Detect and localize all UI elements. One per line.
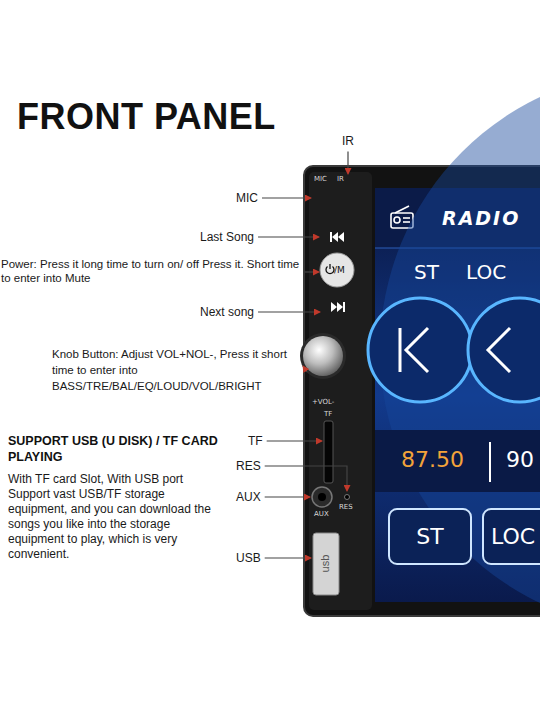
- svg-part: [329, 264, 330, 269]
- panel-label: IR: [337, 175, 344, 183]
- callout-label: Knob Button: Adjust VOL+NOL-, Press it s…: [52, 346, 304, 394]
- svg-part: [395, 206, 409, 213]
- svg-part: [368, 298, 472, 402]
- svg-part: [403, 221, 410, 223]
- leader-line: [265, 557, 311, 558]
- leader-line: [347, 151, 348, 174]
- button-text: ST: [416, 524, 443, 549]
- frequency-value: 90: [506, 447, 534, 473]
- leader-line: [262, 197, 311, 198]
- callout-label: Next song: [200, 305, 254, 319]
- svg-part: [343, 302, 345, 312]
- section-body: With TF card Slot, With USB port Support…: [8, 472, 220, 562]
- callout-label: IR: [342, 134, 354, 148]
- svg-part: [468, 298, 540, 402]
- knob-ring: [300, 333, 346, 379]
- screen-button: ST: [388, 508, 472, 565]
- leader-line: [258, 236, 319, 237]
- svg-part: [399, 328, 402, 372]
- button-text: LOC: [491, 524, 535, 549]
- leader-line: [303, 366, 307, 372]
- callout-label: Last Song: [200, 230, 254, 244]
- aux-jack-hole: [318, 493, 326, 501]
- panel-label: MIC: [314, 175, 327, 183]
- screen-text: LOC: [466, 260, 506, 284]
- svg-part: [332, 232, 338, 242]
- svg-part: [488, 328, 510, 372]
- panel-label: TF: [324, 410, 332, 418]
- callout-label: AUX: [236, 490, 261, 504]
- skip-back-icon: [330, 232, 344, 242]
- panel-label: +VOL-: [312, 398, 334, 406]
- prev-button-icon: [368, 298, 472, 402]
- panel-label: AUX: [314, 510, 329, 518]
- frequency-bar: [375, 430, 540, 492]
- leader-line: [258, 311, 320, 312]
- callout-label: RES: [236, 459, 261, 473]
- callout-label: TF: [248, 434, 263, 448]
- callout-label: MIC: [236, 191, 258, 205]
- svg-part: [338, 232, 344, 242]
- usb-port: [313, 533, 339, 595]
- leader-line: [265, 466, 347, 491]
- leader-line: [267, 440, 322, 441]
- power-icon: [326, 264, 334, 274]
- svg-part: [394, 217, 400, 223]
- svg-part: [406, 328, 428, 372]
- frequency-value: 87.50: [401, 447, 464, 473]
- panel-label: RES: [339, 503, 353, 511]
- aux-jack: [312, 487, 332, 507]
- power-button: [320, 253, 354, 287]
- leader-line: [265, 496, 310, 497]
- callout-label: Power: Press it long time to turn on/ of…: [1, 257, 301, 285]
- screen-text: ST: [414, 260, 439, 284]
- leader-line: [305, 271, 319, 272]
- frequency-divider: [489, 442, 491, 482]
- section-heading: SUPPORT USB (U DISK) / TF CARD PLAYING: [8, 433, 223, 465]
- volume-knob: [303, 336, 343, 376]
- skip-next-icon: [331, 302, 345, 312]
- screen-title: RADIO: [442, 207, 520, 230]
- callout-label: USB: [236, 551, 261, 565]
- back-button-icon: [468, 298, 540, 402]
- button-label: /M: [334, 265, 345, 276]
- control-strip: [309, 172, 372, 610]
- diagram-title: FRONT PANEL: [17, 95, 276, 138]
- svg-part: [331, 302, 337, 312]
- reset-hole: [345, 495, 350, 500]
- svg-part: [403, 217, 410, 219]
- port-label: usb: [319, 550, 332, 578]
- svg-part: [330, 232, 332, 242]
- tf-slot: [324, 421, 333, 483]
- screen-button: LOC: [482, 508, 540, 565]
- svg-part: [337, 302, 343, 312]
